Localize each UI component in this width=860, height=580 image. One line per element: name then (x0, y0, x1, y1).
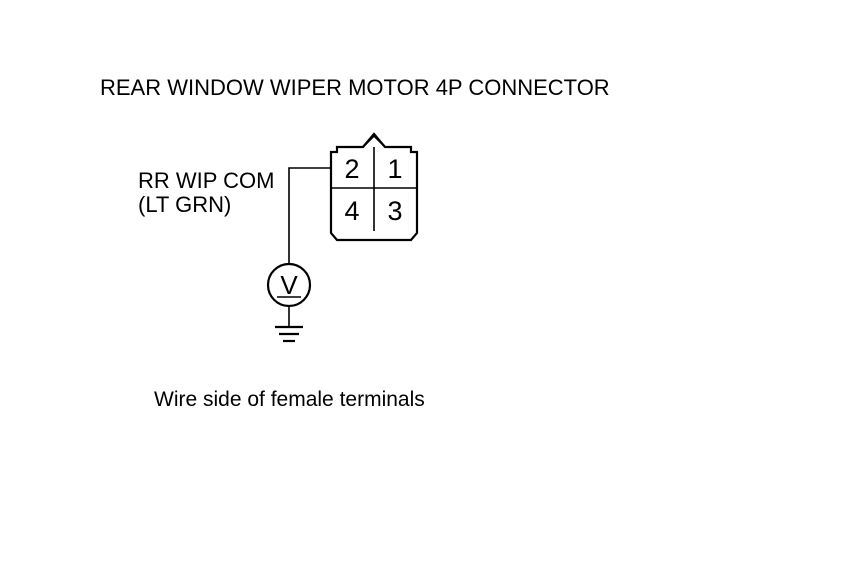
pin-1-label: 1 (387, 154, 402, 184)
voltmeter-symbol: V (280, 270, 298, 300)
connector-housing (329, 132, 419, 242)
diagram-title: REAR WINDOW WIPER MOTOR 4P CONNECTOR (100, 75, 610, 100)
wire-name-label: RR WIP COM (138, 168, 274, 193)
probe-wire (288, 167, 331, 264)
pin-4-label: 4 (344, 196, 359, 226)
wire-color-label: (LT GRN) (138, 192, 231, 217)
pin-2-label: 2 (344, 154, 359, 184)
ground-icon (275, 325, 303, 343)
pin-3-label: 3 (387, 196, 402, 226)
voltmeter-icon: V (266, 262, 312, 308)
diagram-caption: Wire side of female terminals (154, 388, 425, 411)
